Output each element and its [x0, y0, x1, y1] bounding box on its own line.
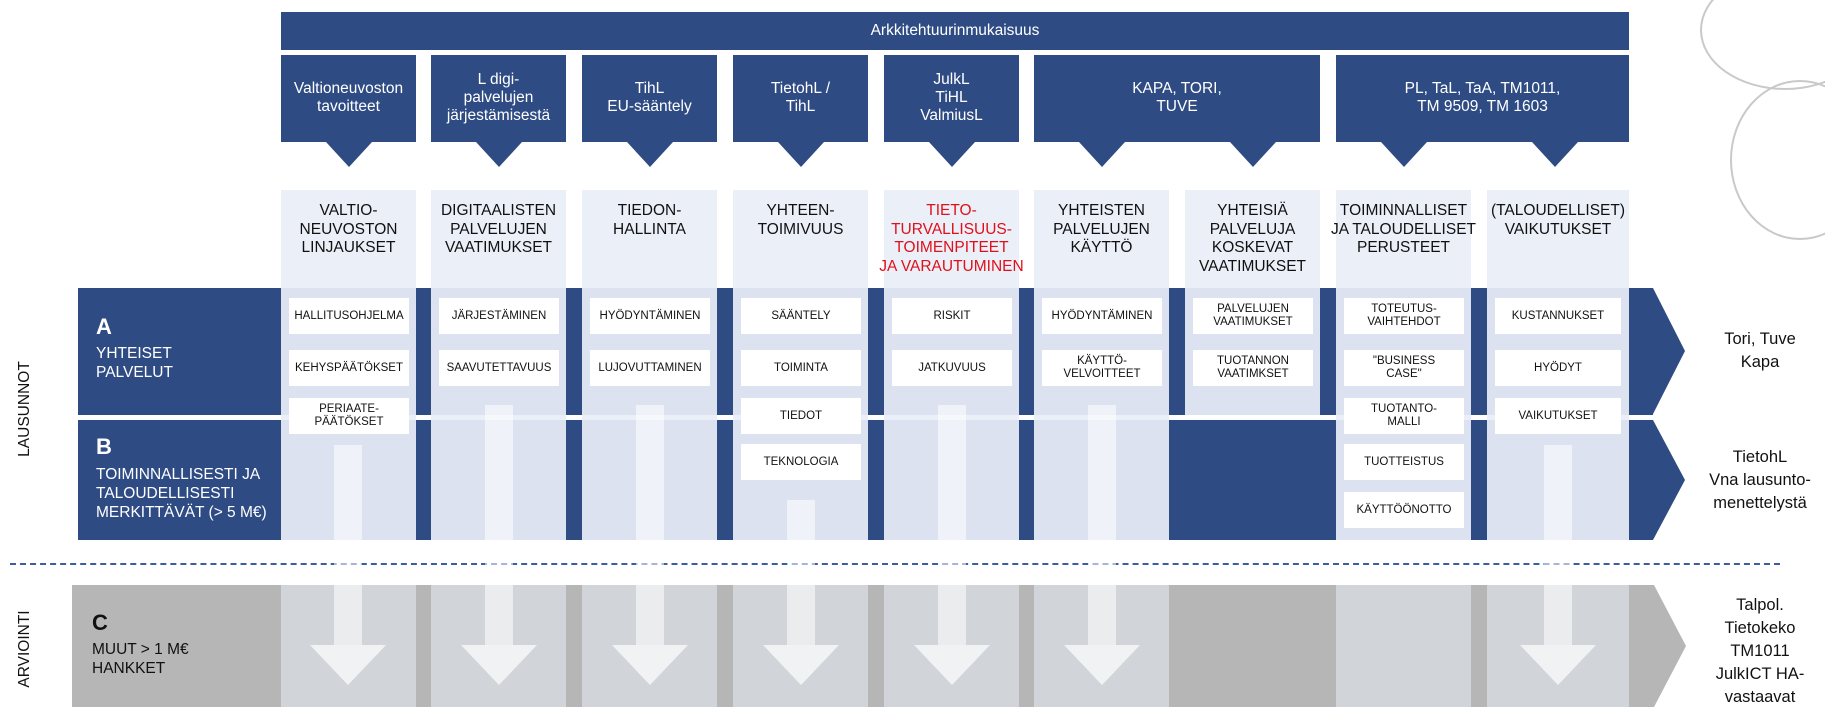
row-a-right-label: Tori, Tuve Kapa [1724, 330, 1796, 371]
flow-arrow-shaft-1 [334, 445, 362, 645]
flow-arrow-down-icon [461, 645, 537, 685]
item-box: KEHYSPÄÄTÖKSET [289, 350, 409, 386]
column-8-lower [1336, 585, 1471, 707]
row-b-text: TOIMINNALLISESTI JA TALOUDELLISESTI MERK… [96, 466, 267, 521]
flow-arrow-shaft-3 [636, 405, 664, 645]
column-heading-6: YHTEISTEN PALVELUJEN KÄYTTÖ [1053, 202, 1150, 256]
down-arrow-icon [627, 142, 673, 167]
source-box-tihl-eu: TihL EU-sääntely [582, 55, 717, 142]
item-box: JATKUVUUS [892, 350, 1012, 386]
source-box-l-digipalvelut: L digi- palvelujen järjestämisestä [431, 55, 566, 142]
side-label-lausunnot: LAUSUNNOT [16, 361, 33, 457]
column-heading-4: YHTEEN- TOIMIVUUS [757, 202, 844, 238]
item-box: HYÖDYNTÄMINEN [1042, 298, 1162, 334]
item-box: TOIMINTA [741, 350, 861, 386]
item-box: TEKNOLOGIA [741, 444, 861, 480]
item-box: TUOTTEISTUS [1344, 444, 1464, 480]
emblem-decoration [1700, 0, 1825, 90]
item-box: KÄYTTÖ- VELVOITTEET [1042, 350, 1162, 386]
source-box-pl-tal: PL, TaL, TaA, TM1011, TM 9509, TM 1603 [1336, 55, 1629, 142]
down-arrow-icon [476, 142, 522, 167]
flow-arrow-shaft-2 [485, 405, 513, 645]
evaluation-separator [10, 563, 1780, 565]
item-box: HALLITUSOHJELMA [289, 298, 409, 334]
column-heading-7: YHTEISIÄ PALVELUJA KOSKEVAT VAATIMUKSET [1198, 202, 1307, 275]
column-heading-8: TOIMINNALLISET JA TALOUDELLISET PERUSTEE… [1330, 202, 1476, 256]
item-box: VAIKUTUKSET [1495, 398, 1621, 434]
down-arrow-icon [1079, 142, 1125, 167]
row-b-letter: B [96, 434, 112, 459]
row-a-letter: A [96, 314, 112, 339]
down-arrow-icon [1381, 142, 1427, 167]
item-box: KÄYTTÖÖNOTTO [1344, 492, 1464, 528]
item-box: PERIAATE- PÄÄTÖKSET [289, 398, 409, 434]
column-heading-9: (TALOUDELLISET) VAIKUTUKSET [1490, 202, 1626, 238]
down-arrow-icon [929, 142, 975, 167]
flow-arrow-down-icon [310, 645, 386, 685]
item-box: TOTEUTUS- VAIHTEHDOT [1344, 298, 1464, 334]
item-box: SAAVUTETTAVUUS [439, 350, 559, 386]
row-b-arrow-tip [1653, 420, 1685, 540]
source-box-kapa-tori-tuve: KAPA, TORI, TUVE [1034, 55, 1320, 142]
row-a-text: YHTEISET PALVELUT [96, 345, 173, 381]
side-label-arviointi: ARVIOINTI [16, 610, 33, 688]
item-box: TUOTANTO- MALLI [1344, 398, 1464, 434]
item-box: JÄRJESTÄMINEN [439, 298, 559, 334]
row-b-right-label: TietohL Vna lausunto- menettelystä [1709, 448, 1811, 512]
down-arrow-icon [1230, 142, 1276, 167]
item-box: TIEDOT [741, 398, 861, 434]
item-box: "BUSINESS CASE" [1344, 350, 1464, 386]
source-box-vn-tavoitteet: Valtioneuvoston tavoitteet [281, 55, 416, 142]
column-heading-1: VALTIO- NEUVOSTON LINJAUKSET [299, 202, 398, 256]
flow-arrow-down-icon [1064, 645, 1140, 685]
item-box: KUSTANNUKSET [1495, 298, 1621, 334]
architecture-compliance-header: Arkkitehtuurinmukaisuus [281, 12, 1629, 50]
row-c-letter: C [92, 610, 108, 635]
item-box: HYÖDYNTÄMINEN [590, 298, 710, 334]
item-box: TUOTANNON VAATIMKSET [1193, 350, 1313, 386]
row-a-arrow-tip [1653, 288, 1685, 414]
column-heading-2: DIGITAALISTEN PALVELUJEN VAATIMUKSET [440, 202, 557, 256]
row-c-arrow-tip [1654, 585, 1686, 707]
flow-arrow-down-icon [612, 645, 688, 685]
emblem-decoration-2 [1730, 80, 1825, 240]
flow-arrow-shaft-9 [1544, 445, 1572, 645]
flow-arrow-shaft-4 [787, 500, 815, 645]
flow-arrow-shaft-6 [1088, 405, 1116, 645]
row-c-right-label: Talpol. Tietokeko TM1011 JulkICT HA- vas… [1715, 596, 1805, 706]
flow-arrow-shaft-5 [938, 405, 966, 645]
source-box-julkl: JulkL TiHL ValmiusL [884, 55, 1019, 142]
item-box: HYÖDYT [1495, 350, 1621, 386]
column-heading-5: TIETO- TURVALLISUUS- TOIMENPITEET JA VAR… [879, 202, 1024, 275]
item-box: SÄÄNTELY [741, 298, 861, 334]
item-box: PALVELUJEN VAATIMUKSET [1193, 298, 1313, 334]
down-arrow-icon [778, 142, 824, 167]
flow-arrow-down-icon [914, 645, 990, 685]
item-box: RISKIT [892, 298, 1012, 334]
down-arrow-icon [326, 142, 372, 167]
source-box-tietohl-tihl: TietohL / TihL [733, 55, 868, 142]
row-c-text: MUUT > 1 M€ HANKKET [92, 641, 189, 677]
flow-arrow-down-icon [1520, 645, 1596, 685]
flow-arrow-down-icon [763, 645, 839, 685]
down-arrow-icon [1532, 142, 1578, 167]
item-box: LUJOVUTTAMINEN [590, 350, 710, 386]
column-heading-3: TIEDON- HALLINTA [613, 202, 686, 238]
